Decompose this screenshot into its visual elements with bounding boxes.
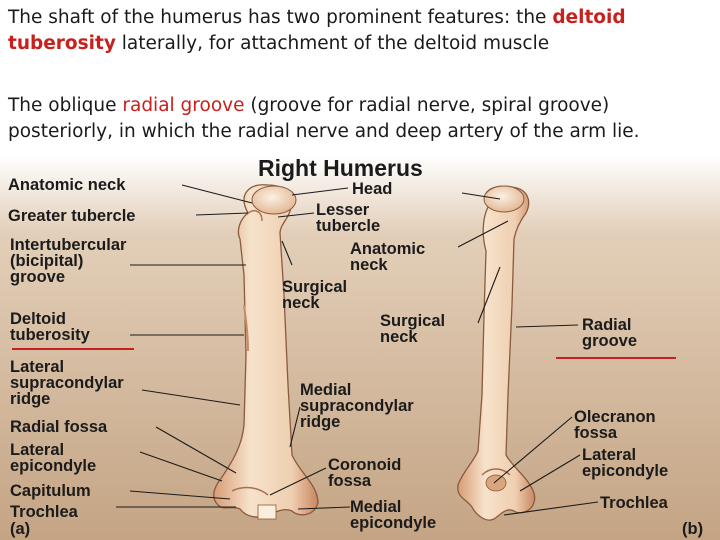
label-head: Head	[352, 180, 393, 198]
label-anatomic-neck: Anatomic neck	[8, 176, 126, 194]
label-trochlea: Trochlea	[10, 503, 78, 521]
label-lateral-supracondylar-ridge: Lateral supracondylar ridge	[10, 358, 124, 408]
label-lateral-epicondyle-b: Lateral epicondyle	[582, 446, 669, 480]
humerus-illustration	[0, 155, 720, 540]
leader-lines	[116, 184, 599, 516]
deltoid-tuberosity-underline	[12, 348, 134, 350]
paragraph-deltoid-tuberosity: The shaft of the humerus has two promine…	[8, 5, 712, 57]
label-radial-fossa: Radial fossa	[10, 418, 108, 436]
label-greater-tubercle: Greater tubercle	[8, 207, 136, 225]
para1-text-before: The shaft of the humerus has two promine…	[8, 7, 553, 28]
radial-groove-underline	[556, 357, 676, 359]
label-anatomic-neck-b: Anatomic neck	[350, 240, 426, 274]
label-olecranon-fossa: Olecranon fossa	[574, 408, 656, 442]
label-surgical-neck-a: Surgical neck	[282, 278, 348, 312]
label-medial-supracondylar-ridge: Medial supracondylar ridge	[300, 381, 414, 431]
para2-text-before: The oblique	[8, 95, 123, 116]
label-capitulum: Capitulum	[10, 482, 91, 500]
figure-title: Right Humerus	[258, 155, 423, 181]
para1-text-after: laterally, for attachment of the deltoid…	[115, 33, 550, 54]
label-view-a: (a)	[10, 520, 31, 538]
label-deltoid-tuberosity: Deltoid tuberosity	[10, 310, 90, 344]
label-trochlea-b: Trochlea	[600, 494, 668, 512]
humerus-anterior-view	[212, 184, 319, 520]
humerus-figure: Right Humerus Anatomic neck Greater tube…	[0, 155, 720, 540]
label-radial-groove: Radial groove	[582, 316, 638, 350]
figure-background	[0, 155, 720, 540]
paragraph-radial-groove: The oblique radial groove (groove for ra…	[8, 93, 712, 145]
label-lesser-tubercle: Lesser tubercle	[316, 201, 381, 235]
term-radial-groove: radial groove	[122, 95, 245, 116]
para2-text-after: (groove for radial nerve, spiral groove)…	[8, 95, 640, 142]
label-intertubercular-groove: Intertubercular (bicipital) groove	[10, 236, 127, 286]
label-coronoid-fossa: Coronoid fossa	[328, 456, 402, 490]
term-deltoid-tuberosity: deltoid tuberosity	[8, 7, 626, 54]
humerus-posterior-view	[457, 185, 536, 521]
label-lateral-epicondyle: Lateral epicondyle	[10, 441, 97, 475]
label-view-b: (b)	[682, 520, 704, 538]
label-surgical-neck-b: Surgical neck	[380, 312, 446, 346]
label-medial-epicondyle: Medial epicondyle	[350, 498, 437, 532]
